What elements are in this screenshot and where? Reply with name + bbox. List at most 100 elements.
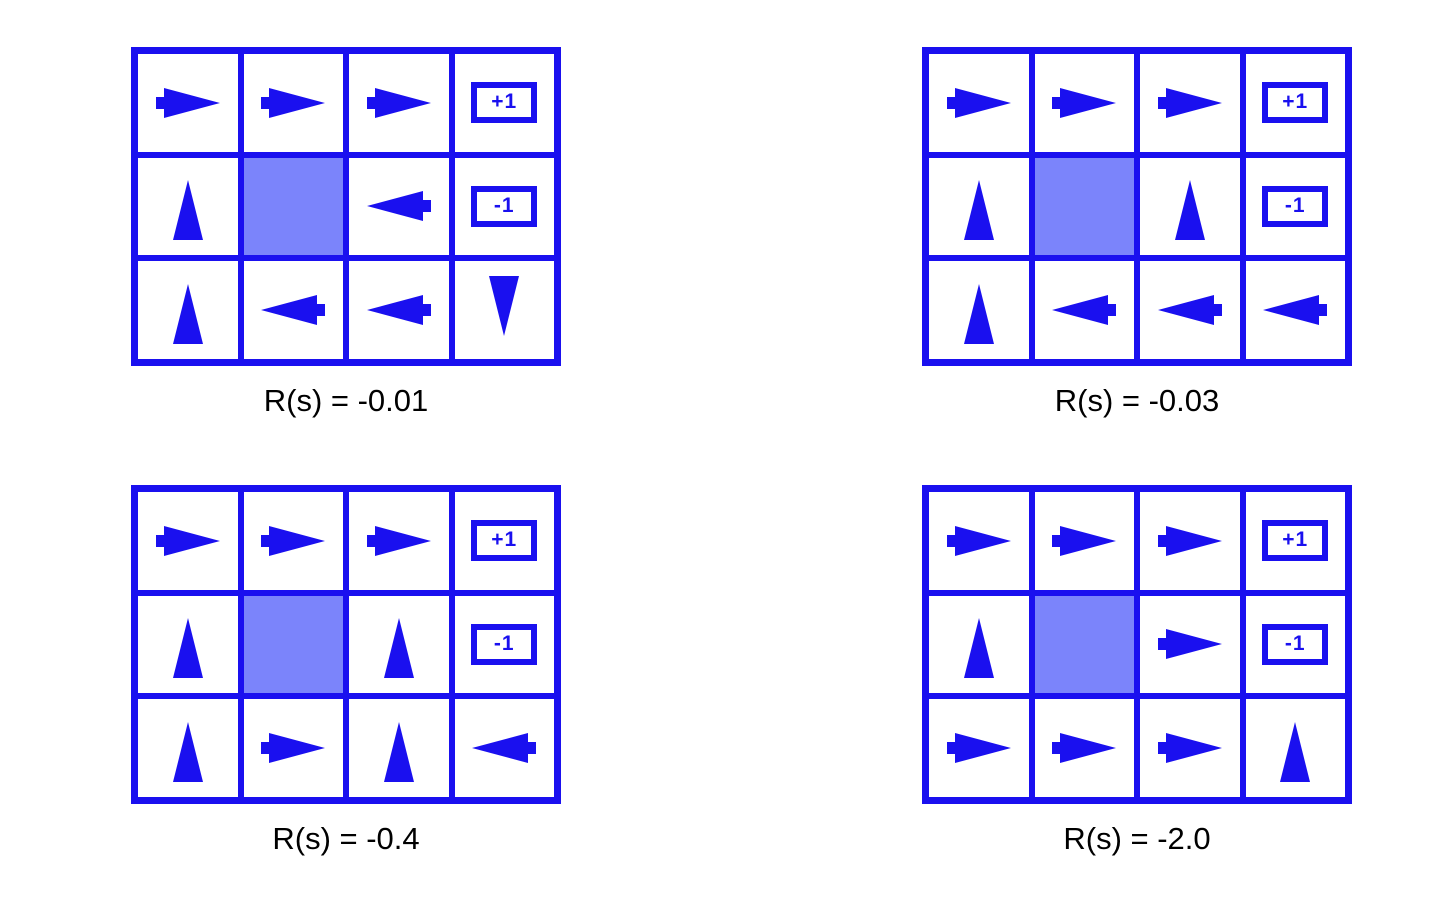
- arrow-head: [1060, 733, 1117, 764]
- grid-cell-wall: [243, 157, 343, 256]
- grid-cell: [138, 261, 238, 359]
- arrow-right-icon: [1052, 87, 1117, 118]
- arrow-tail: [526, 742, 537, 755]
- arrow-head: [269, 87, 326, 118]
- grid-cell: +1: [1245, 54, 1345, 152]
- arrow-head: [1165, 87, 1222, 118]
- arrow-up-icon: [172, 172, 203, 241]
- arrow-tail: [420, 200, 431, 213]
- arrow-tail: [315, 304, 326, 317]
- grid-cell: [243, 54, 343, 152]
- arrow-left-icon: [1157, 295, 1222, 326]
- grid-cell: -1: [1245, 157, 1345, 256]
- arrow-right-icon: [155, 87, 220, 118]
- arrow-tail: [155, 96, 166, 109]
- panel-caption: R(s) = -2.0: [1063, 821, 1211, 856]
- arrow-tail: [1052, 534, 1063, 547]
- arrow-head: [954, 733, 1011, 764]
- arrow-head: [954, 87, 1011, 118]
- arrow-tail: [420, 304, 431, 317]
- arrow-right-icon: [261, 525, 326, 556]
- policy-panel: +1 -1 R(s) = -0.01: [131, 47, 561, 418]
- arrow-head: [1157, 295, 1214, 326]
- grid-cell: [1034, 54, 1134, 152]
- arrow-right-icon: [1157, 733, 1222, 764]
- policy-panel: +1-1 R(s) = -2.0: [922, 485, 1352, 856]
- arrow-up-icon: [1280, 714, 1311, 783]
- arrow-head: [1165, 525, 1222, 556]
- arrow-up-icon: [963, 610, 994, 679]
- arrow-tail: [1317, 304, 1328, 317]
- grid-cell: [929, 492, 1029, 590]
- arrow-head: [163, 87, 220, 118]
- policy-panel: +1-1 R(s) = -0.4: [131, 485, 561, 856]
- grid-cell: [454, 699, 554, 797]
- arrow-tail: [1157, 96, 1168, 109]
- arrow-tail: [498, 276, 511, 287]
- arrow-left-icon: [1263, 295, 1328, 326]
- grid-cell: [349, 595, 449, 694]
- arrow-tail: [972, 668, 985, 679]
- policy-grid: +1 -1: [131, 47, 561, 366]
- grid-cell: [1034, 261, 1134, 359]
- grid-cell: [1140, 595, 1240, 694]
- grid-cell: [929, 157, 1029, 256]
- arrow-tail: [366, 534, 377, 547]
- grid-cell: [1034, 699, 1134, 797]
- arrow-tail: [1211, 304, 1222, 317]
- arrow-right-icon: [261, 87, 326, 118]
- arrow-head: [261, 295, 318, 326]
- arrow-tail: [946, 742, 957, 755]
- arrow-tail: [181, 668, 194, 679]
- minus-one-badge: -1: [1262, 623, 1329, 665]
- grid-cell: [1140, 157, 1240, 256]
- arrow-right-icon: [1052, 525, 1117, 556]
- arrow-head: [1052, 295, 1109, 326]
- grid-cell: -1: [454, 595, 554, 694]
- grid-cell: [138, 157, 238, 256]
- grid-cell: [243, 699, 343, 797]
- grid-cell: [929, 699, 1029, 797]
- arrow-head: [954, 525, 1011, 556]
- plus-one-badge: +1: [471, 82, 538, 124]
- arrow-tail: [1106, 304, 1117, 317]
- grid-cell: +1: [454, 492, 554, 590]
- arrow-head: [269, 525, 326, 556]
- grid-cell: [349, 699, 449, 797]
- arrow-tail: [1052, 96, 1063, 109]
- arrow-left-icon: [366, 191, 431, 222]
- arrow-head: [1165, 629, 1222, 660]
- arrow-head: [374, 525, 431, 556]
- arrow-tail: [1289, 772, 1302, 783]
- grid-cell: [1245, 261, 1345, 359]
- arrow-head: [269, 733, 326, 764]
- grid-cell: [243, 492, 343, 590]
- grid-cell: [349, 492, 449, 590]
- grid-cell: [454, 261, 554, 359]
- arrow-tail: [181, 230, 194, 241]
- arrow-right-icon: [366, 87, 431, 118]
- arrow-head: [489, 276, 520, 337]
- grid-cell: +1: [454, 54, 554, 152]
- policy-panel: +1-1 R(s) = -0.03: [922, 47, 1352, 418]
- panel-caption: R(s) = -0.03: [1054, 383, 1220, 418]
- arrow-head: [472, 733, 529, 764]
- arrow-right-icon: [946, 87, 1011, 118]
- arrow-head: [366, 191, 423, 222]
- grid-cell: -1: [454, 157, 554, 256]
- arrow-right-icon: [946, 525, 1011, 556]
- arrow-up-icon: [172, 714, 203, 783]
- arrow-head: [163, 525, 220, 556]
- grid-cell: [138, 699, 238, 797]
- grid-cell: [1245, 699, 1345, 797]
- arrow-tail: [261, 96, 272, 109]
- arrow-tail: [392, 668, 405, 679]
- grid-cell-wall: [243, 595, 343, 694]
- panel-caption: R(s) = -0.01: [263, 383, 429, 418]
- arrow-head: [374, 87, 431, 118]
- arrow-tail: [155, 534, 166, 547]
- policy-grid: +1-1: [131, 485, 561, 804]
- arrow-tail: [1157, 742, 1168, 755]
- grid-cell: [929, 261, 1029, 359]
